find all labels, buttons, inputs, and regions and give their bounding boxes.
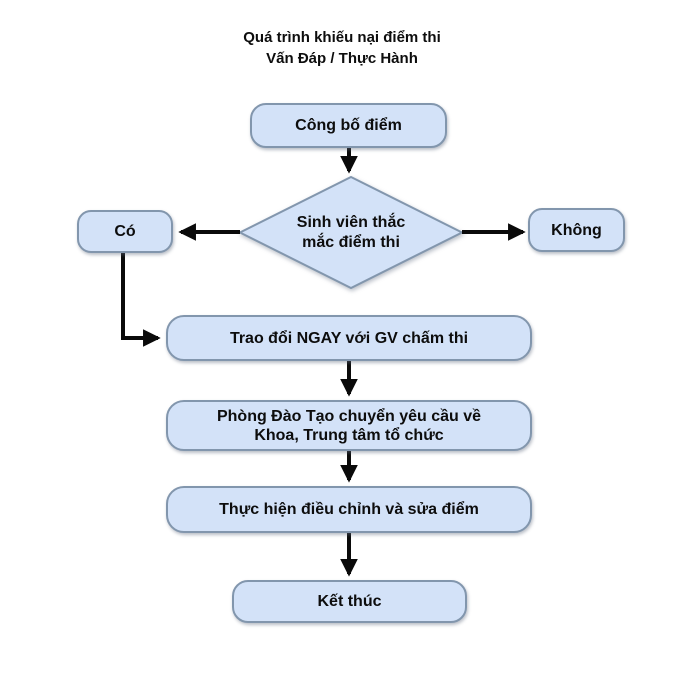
- node-decision-sinh-vien-thac-mac: Sinh viên thắc mắc điểm thi: [296, 213, 406, 251]
- node-khong: Không: [528, 208, 625, 252]
- node-co: Có: [77, 210, 173, 253]
- node-thuc-hien-dieu-chinh: Thực hiện điều chỉnh và sửa điểm: [166, 486, 532, 533]
- page-title: Quá trình khiếu nại điểm thi Vấn Đáp / T…: [243, 29, 441, 67]
- decision-diamond-shape: [237, 175, 465, 290]
- node-trao-doi-ngay: Trao đổi NGAY với GV chấm thi: [166, 315, 532, 361]
- node-cong-bo-diem: Công bố điểm: [250, 103, 447, 148]
- node-phong-dao-tao: Phòng Đào Tạo chuyển yêu cầu về Khoa, Tr…: [166, 400, 532, 451]
- arrow-co-to-trao-doi: [121, 252, 161, 347]
- node-ket-thuc: Kết thúc: [232, 580, 467, 623]
